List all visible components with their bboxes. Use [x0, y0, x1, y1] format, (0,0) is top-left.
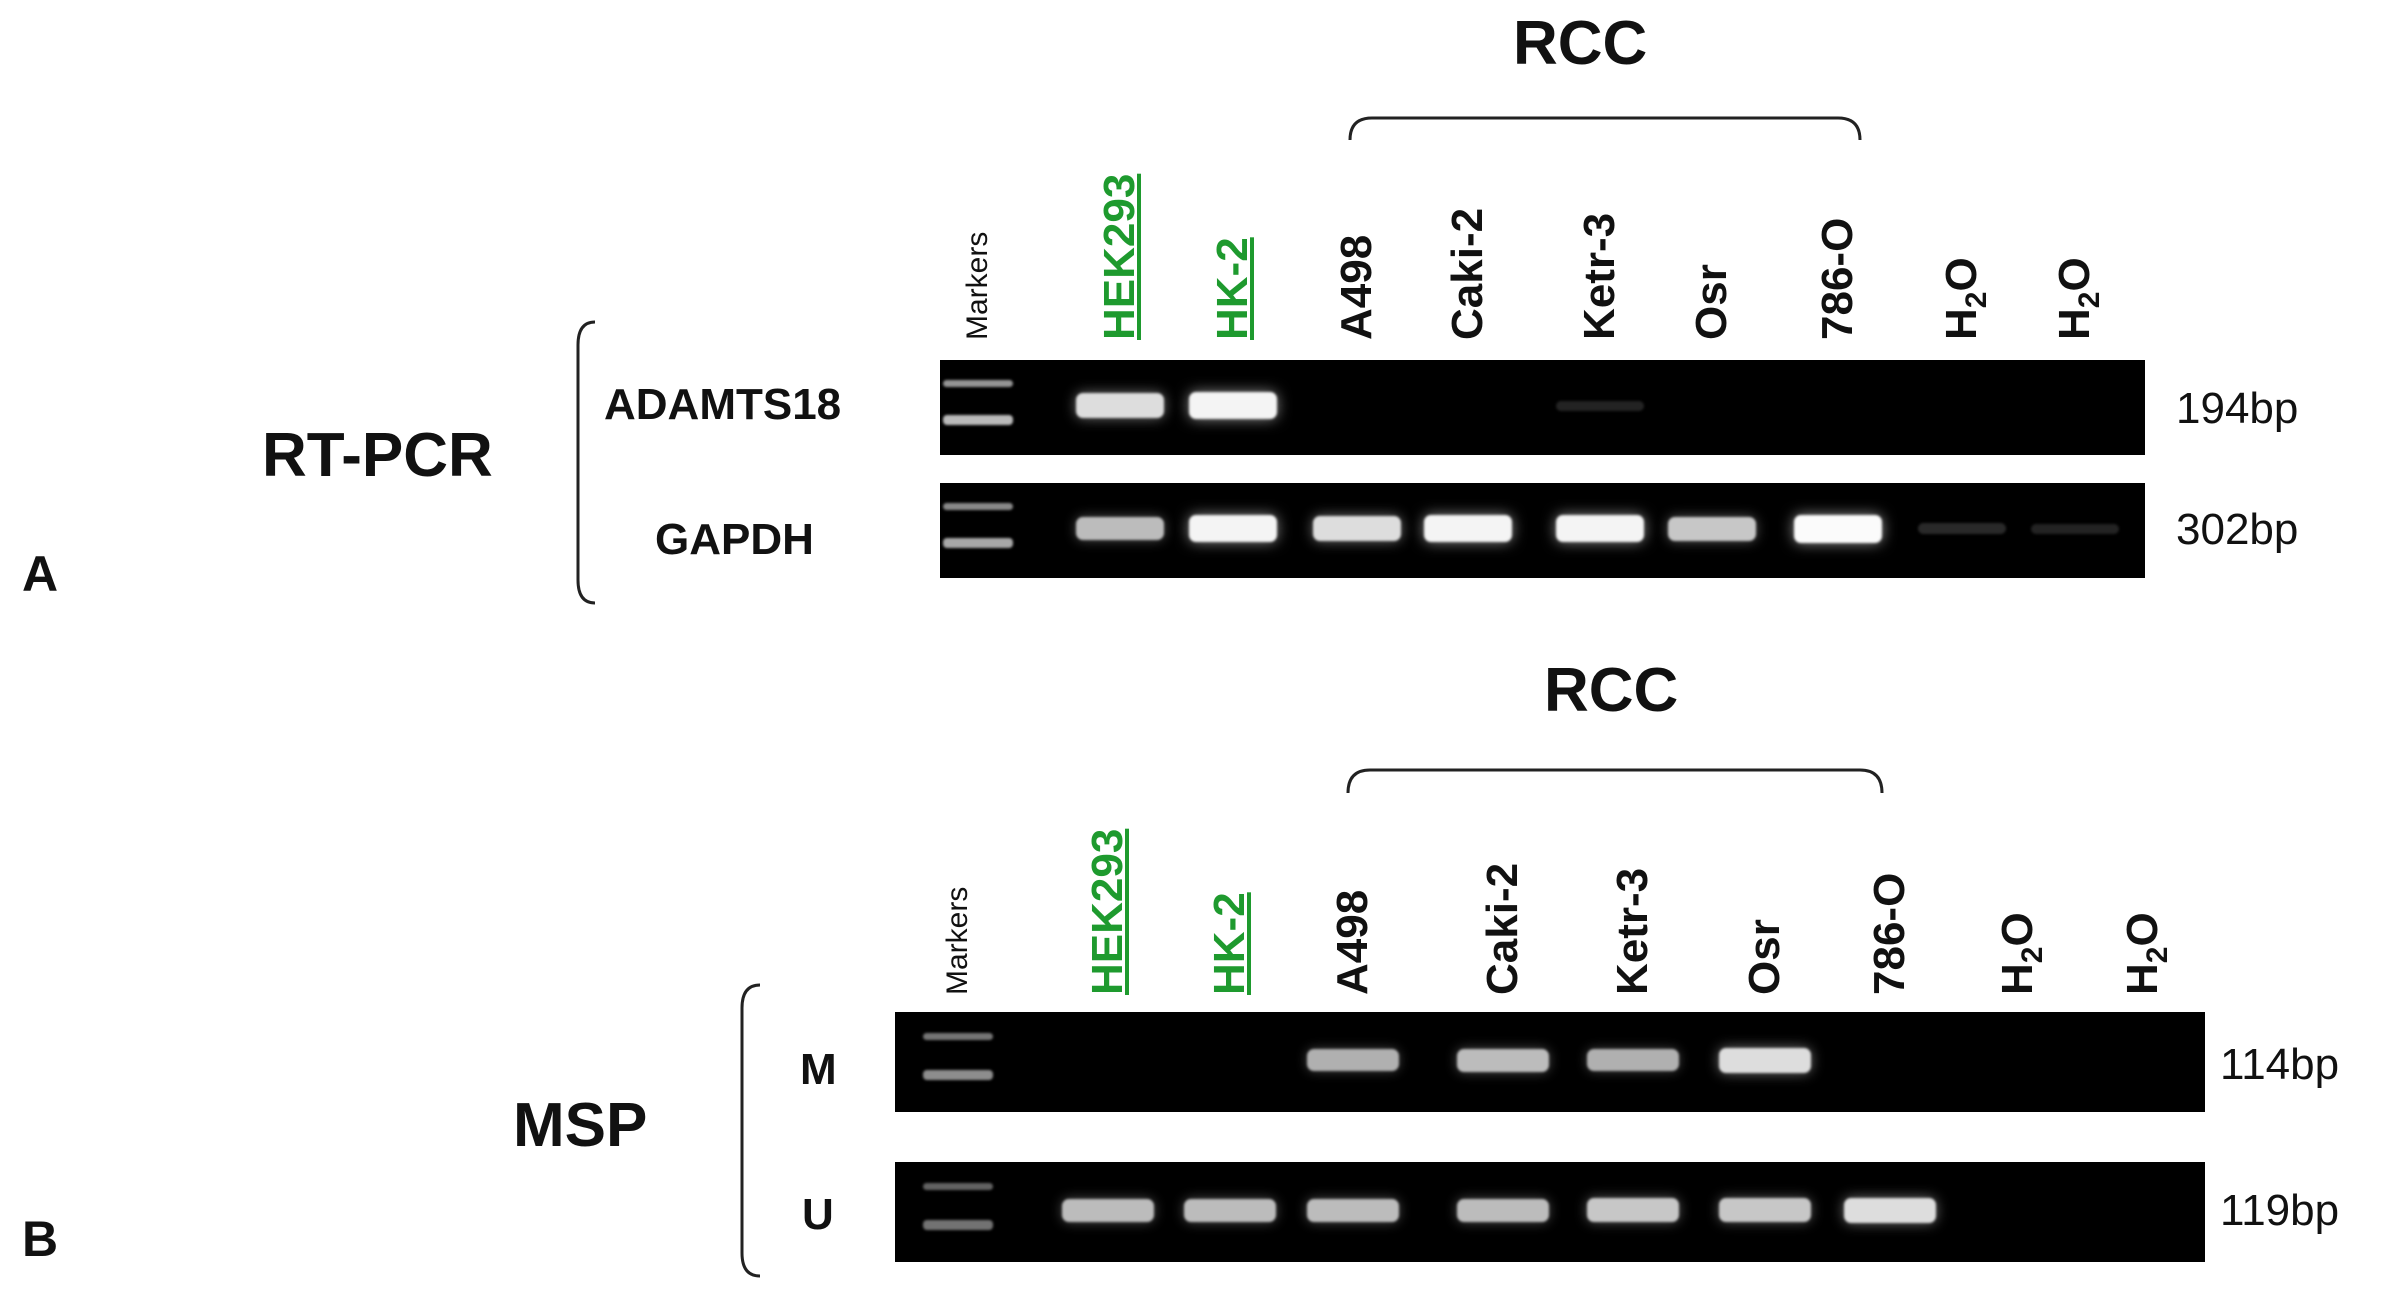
panel-a-method-label: RT-PCR — [262, 421, 493, 490]
panel-a-gel-gapdh — [940, 483, 2145, 578]
panel-a-row1-band-2 — [1189, 515, 1277, 543]
panel-a-size-194bp: 194bp — [2176, 384, 2299, 433]
panel-a-row1-band-7 — [1794, 514, 1882, 543]
panel-a-row1-marker-band-0 — [943, 502, 1013, 510]
panel-a-row-bracket — [576, 320, 596, 605]
panel-b-row0-band-6 — [1719, 1047, 1811, 1073]
panel-a-row1-band-4 — [1424, 515, 1512, 543]
panel-a-row0-band-5 — [1556, 400, 1644, 411]
panel-b-row0-band-4 — [1457, 1048, 1549, 1072]
panel-b-letter: B — [22, 1211, 59, 1267]
panel-b-row1-band-1 — [1062, 1198, 1154, 1222]
panel-b-row1-band-2 — [1184, 1198, 1276, 1222]
panel-b-row0-marker-band-0 — [923, 1033, 993, 1040]
panel-a-row0-marker-band-1 — [943, 414, 1013, 425]
panel-b-row1-marker-band-1 — [923, 1220, 993, 1230]
panel-b-row1-band-6 — [1719, 1198, 1811, 1222]
panel-a-letter: A — [22, 546, 59, 602]
panel-b-row0-band-5 — [1587, 1049, 1679, 1071]
panel-a-row1-marker-band-1 — [943, 537, 1013, 548]
panel-a-gel-adamts18 — [940, 360, 2145, 455]
panel-b-row1-band-4 — [1457, 1198, 1549, 1222]
panel-b-row-m: M — [800, 1045, 837, 1094]
panel-a-rcc-label: RCC — [1513, 9, 1648, 78]
panel-b-row1-band-7 — [1844, 1197, 1936, 1223]
panel-a-rcc-bracket — [1348, 116, 1862, 141]
panel-a-row1-band-8 — [1918, 523, 2006, 535]
panel-b-row1-marker-band-0 — [923, 1183, 993, 1190]
panel-a-row1-band-9 — [2031, 523, 2119, 534]
panel-a-row1-band-1 — [1076, 517, 1164, 541]
panel-b-method-label: MSP — [513, 1091, 648, 1160]
panel-a-size-302bp: 302bp — [2176, 505, 2299, 554]
panel-b-row0-band-3 — [1307, 1049, 1399, 1071]
panel-b-row-bracket — [740, 983, 761, 1278]
panel-a-gene-gapdh: GAPDH — [655, 515, 814, 564]
panel-b-rcc-bracket — [1346, 768, 1884, 794]
panel-a-row0-marker-band-0 — [943, 379, 1013, 387]
panel-a-row1-band-3 — [1313, 516, 1401, 542]
panel-b-size-119bp: 119bp — [2220, 1186, 2340, 1235]
panel-b-row1-band-5 — [1587, 1198, 1679, 1222]
panel-b-gel-m — [895, 1012, 2205, 1112]
panel-a-row1-band-5 — [1556, 515, 1644, 543]
panel-a-gene-adamts18: ADAMTS18 — [604, 380, 842, 429]
panel-b-size-114bp: 114bp — [2220, 1040, 2340, 1089]
panel-b-gel-u — [895, 1162, 2205, 1262]
panel-b-row-u: U — [802, 1190, 834, 1239]
panel-a-row1-band-6 — [1668, 516, 1756, 541]
panel-a-row0-band-1 — [1076, 393, 1164, 419]
panel-a-row0-band-2 — [1189, 392, 1277, 420]
panel-b-row0-marker-band-1 — [923, 1070, 993, 1080]
panel-b-row1-band-3 — [1307, 1198, 1399, 1222]
panel-b-rcc-label: RCC — [1544, 656, 1679, 725]
